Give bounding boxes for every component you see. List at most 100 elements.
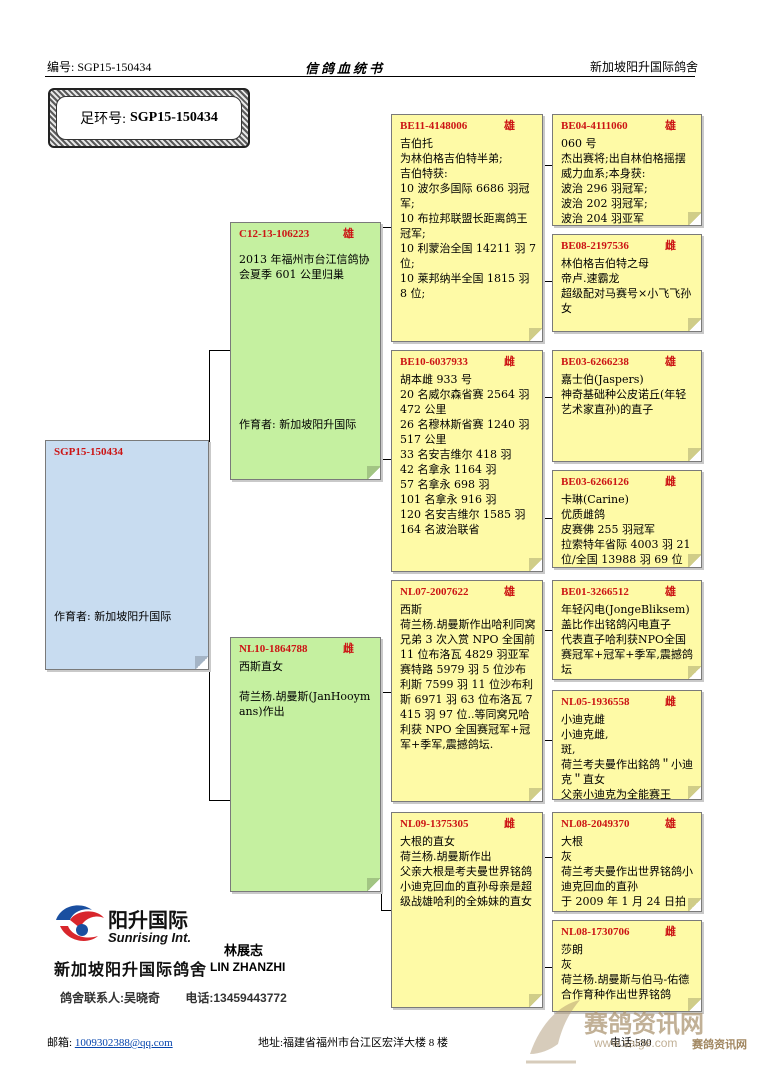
loft-name: 新加坡阳升国际鸽舍 xyxy=(54,960,208,979)
watermark-url: www.saige.com xyxy=(594,1036,678,1050)
great-grandparent-card-1: BE04-4111060 雄 060 号 杰出赛将;出自林伯格摇摆威力血系;本身获… xyxy=(552,114,702,226)
ggp8-sex: 雌 xyxy=(665,925,676,938)
brand-en: Sunrising Int. xyxy=(108,930,192,945)
grandparent-card-2: BE10-6037933 雌 胡本雌 933 号 20 名威尔森省赛 2564 羽… xyxy=(391,350,543,572)
gp2-text: 胡本雌 933 号 20 名威尔森省赛 2564 羽 472 公里 26 名穆林… xyxy=(400,373,530,536)
right-title: 新加坡阳升国际鸽舍 xyxy=(590,60,699,74)
subject-card: SGP15-150434 作育者: 新加坡阳升国际 xyxy=(45,440,209,670)
ggp7-ring-id: NL08-2049370 xyxy=(561,818,630,830)
ggp6-text: 小迪克雌 小迪克雌, 斑, 荷兰考夫曼作出銘鸽＂小迪克＂直女 父亲小迪克为全能赛… xyxy=(561,713,693,800)
ggp3-ring-id: BE03-6266238 xyxy=(561,356,629,368)
email-link[interactable]: 1009302388@qq.com xyxy=(74,1037,173,1049)
sire-breeder: 作育者: 新加坡阳升国际 xyxy=(239,418,357,431)
ggp7-sex: 雄 xyxy=(665,817,676,830)
ggp1-sex: 雄 xyxy=(665,119,676,132)
connector-l1-top xyxy=(209,350,230,351)
connector-l3-2 xyxy=(543,397,544,518)
connector-l2-sire-top xyxy=(381,227,391,228)
loft-logo: 阳升国际 Sunrising Int. 新加坡阳升国际鸽舍 林展志 LIN ZH… xyxy=(52,900,302,980)
gp4-text: 大根的直女 荷兰杨.胡曼斯作出 父亲大根是考夫曼世界铭鸽小迪克回血的直孙母亲是超… xyxy=(400,835,532,908)
connector-l3-2a xyxy=(543,397,552,398)
dam-sex: 雌 xyxy=(343,642,354,655)
dam-ring-id: NL10-1864788 xyxy=(239,643,308,655)
great-grandparent-card-3: BE03-6266238 雄 嘉士伯(Jaspers) 神奇基础种公皮诺丘(年轻艺… xyxy=(552,350,702,462)
gp1-sex: 雄 xyxy=(504,119,515,132)
ggp2-text: 林伯格吉伯特之母 帝卢.速霸龙 超级配对马赛号×小飞飞孙女 xyxy=(561,257,692,315)
connector-l1-vertical xyxy=(209,350,210,800)
grandparent-card-1: BE11-4148006 雄 吉伯托 为林伯格吉伯特半弟; 吉伯特获: 10 波尔… xyxy=(391,114,543,342)
ggp6-sex: 雌 xyxy=(665,695,676,708)
gp2-ring-id: BE10-6037933 xyxy=(400,356,468,368)
brand-cn: 阳升国际 xyxy=(108,908,188,932)
saige-watermark: 赛鸽资讯网 www.saige.com 赛鸽资讯网 xyxy=(520,990,760,1074)
ggp6-ring-id: NL05-1936558 xyxy=(561,696,630,708)
ggp1-ring-id: BE04-4111060 xyxy=(561,120,628,132)
ggp4-text: 卡琳(Carine) 优质雌鸽 皮赛佛 255 羽冠军 拉索特年省际 4003 … xyxy=(561,493,691,566)
sunrising-bird-icon xyxy=(56,905,104,941)
subject-breeder: 作育者: 新加坡阳升国际 xyxy=(54,610,172,623)
connector-l3-3b xyxy=(543,740,552,741)
watermark-cn: 赛鸽资讯网 xyxy=(584,1010,704,1038)
owner-cn: 林展志 xyxy=(224,944,264,959)
ggp7-text: 大根 灰 荷兰考夫曼作出世界铭鸽小迪克回血的直孙 于 2009 年 1 月 24… xyxy=(561,835,693,911)
grandparent-card-4: NL09-1375305 雌 大根的直女 荷兰杨.胡曼斯作出 父亲大根是考夫曼世界… xyxy=(391,812,543,1008)
ring-label: 足环号: xyxy=(80,112,126,127)
sire-sex: 雄 xyxy=(343,227,354,240)
center-title: 信鸽血统书 xyxy=(305,61,386,76)
owner-en: LIN ZHANZHI xyxy=(210,960,286,974)
great-grandparent-card-4: BE03-6266126 雌 卡琳(Carine) 优质雌鸽 皮赛佛 255 羽冠… xyxy=(552,470,702,568)
footer-address: 地址:福建省福州市台江区宏洋大楼 8 楼 xyxy=(258,1037,449,1049)
great-grandparent-card-2: BE08-2197536 雌 林伯格吉伯特之母 帝卢.速霸龙 超级配对马赛号×小飞… xyxy=(552,234,702,332)
serial-number: SGP15-150434 xyxy=(77,60,152,74)
connector-l3-3 xyxy=(543,630,544,740)
gp3-text: 西斯 荷兰杨.胡曼斯作出哈利同窝兄弟 3 次入赏 NPO 全国前 11 位布洛瓦… xyxy=(400,603,536,751)
dam-text: 西斯直女 荷兰杨.胡曼斯(JanHooymans)作出 xyxy=(239,660,371,718)
watermark-cn-small: 赛鸽资讯网 xyxy=(692,1038,747,1051)
connector-l1-bottom xyxy=(209,800,230,801)
connector-l3-4b xyxy=(543,967,552,968)
great-grandparent-card-6: NL05-1936558 雌 小迪克雌 小迪克雌, 斑, 荷兰考夫曼作出銘鸽＂小迪… xyxy=(552,690,702,800)
great-grandparent-card-8: NL08-1730706 雌 莎朗 灰 荷兰杨.胡曼斯与伯马-佑德合作育种作出世界… xyxy=(552,920,702,1012)
ggp2-sex: 雌 xyxy=(665,239,676,252)
sire-ring-id: C12-13-106223 xyxy=(239,228,310,240)
ggp3-text: 嘉士伯(Jaspers) 神奇基础种公皮诺丘(年轻艺术家直孙)的直子 xyxy=(561,373,687,416)
email-label: 邮箱: xyxy=(47,1037,73,1049)
ring-number-inner: 足环号: SGP15-150434 xyxy=(56,96,242,140)
gp1-ring-id: BE11-4148006 xyxy=(400,120,468,132)
sire-card: C12-13-106223 雄 2013 年福州市台江信鸽协会夏季 601 公里归… xyxy=(230,222,381,480)
contact-person: 鸽舍联系人:吴晓奇 xyxy=(60,991,160,1005)
connector-l2-dam-top xyxy=(381,692,391,693)
connector-l3-4 xyxy=(543,857,544,967)
connector-l3-2b xyxy=(543,518,552,519)
gp2-sex: 雌 xyxy=(504,355,515,368)
ggp5-sex: 雄 xyxy=(665,585,676,598)
ggp8-ring-id: NL08-1730706 xyxy=(561,926,630,938)
ggp4-sex: 雌 xyxy=(665,475,676,488)
gp1-text: 吉伯托 为林伯格吉伯特半弟; 吉伯特获: 10 波尔多国际 6686 羽冠军; … xyxy=(400,137,536,300)
connector-l3-1a xyxy=(543,165,552,166)
subject-ring-id: SGP15-150434 xyxy=(54,446,124,458)
connector-l3-1b xyxy=(543,281,552,282)
ggp8-text: 莎朗 灰 荷兰杨.胡曼斯与伯马-佑德合作育种作出世界铭鸽 xyxy=(561,943,690,1001)
ring-number-plate: 足环号: SGP15-150434 xyxy=(48,88,250,148)
ggp4-ring-id: BE03-6266126 xyxy=(561,476,629,488)
connector-l2-sire-vertical xyxy=(381,227,382,459)
contact-line: 鸽舍联系人:吴晓奇 电话:13459443772 xyxy=(60,989,287,1006)
header-rule xyxy=(45,76,695,77)
connector-l3-3a xyxy=(543,630,552,631)
gp4-sex: 雌 xyxy=(504,817,515,830)
gp3-sex: 雄 xyxy=(504,585,515,598)
gp4-ring-id: NL09-1375305 xyxy=(400,818,469,830)
serial-label: 编号: xyxy=(47,60,75,74)
serial-line: 编号: SGP15-150434 xyxy=(47,58,151,75)
ggp1-text: 060 号 杰出赛将;出自林伯格摇摆威力血系;本身获: 波治 296 羽冠军; … xyxy=(561,137,686,225)
ggp2-ring-id: BE08-2197536 xyxy=(561,240,629,252)
connector-l2-sire-bottom xyxy=(381,459,391,460)
connector-l3-1 xyxy=(543,165,544,281)
sire-text: 2013 年福州市台江信鸽协会夏季 601 公里归巢 xyxy=(239,253,370,281)
great-grandparent-card-7: NL08-2049370 雄 大根 灰 荷兰考夫曼作出世界铭鸽小迪克回血的直孙 于… xyxy=(552,812,702,912)
ggp3-sex: 雄 xyxy=(665,355,676,368)
connector-l3-4a xyxy=(543,857,552,858)
footer-tel: 电话:580 xyxy=(610,1037,652,1049)
